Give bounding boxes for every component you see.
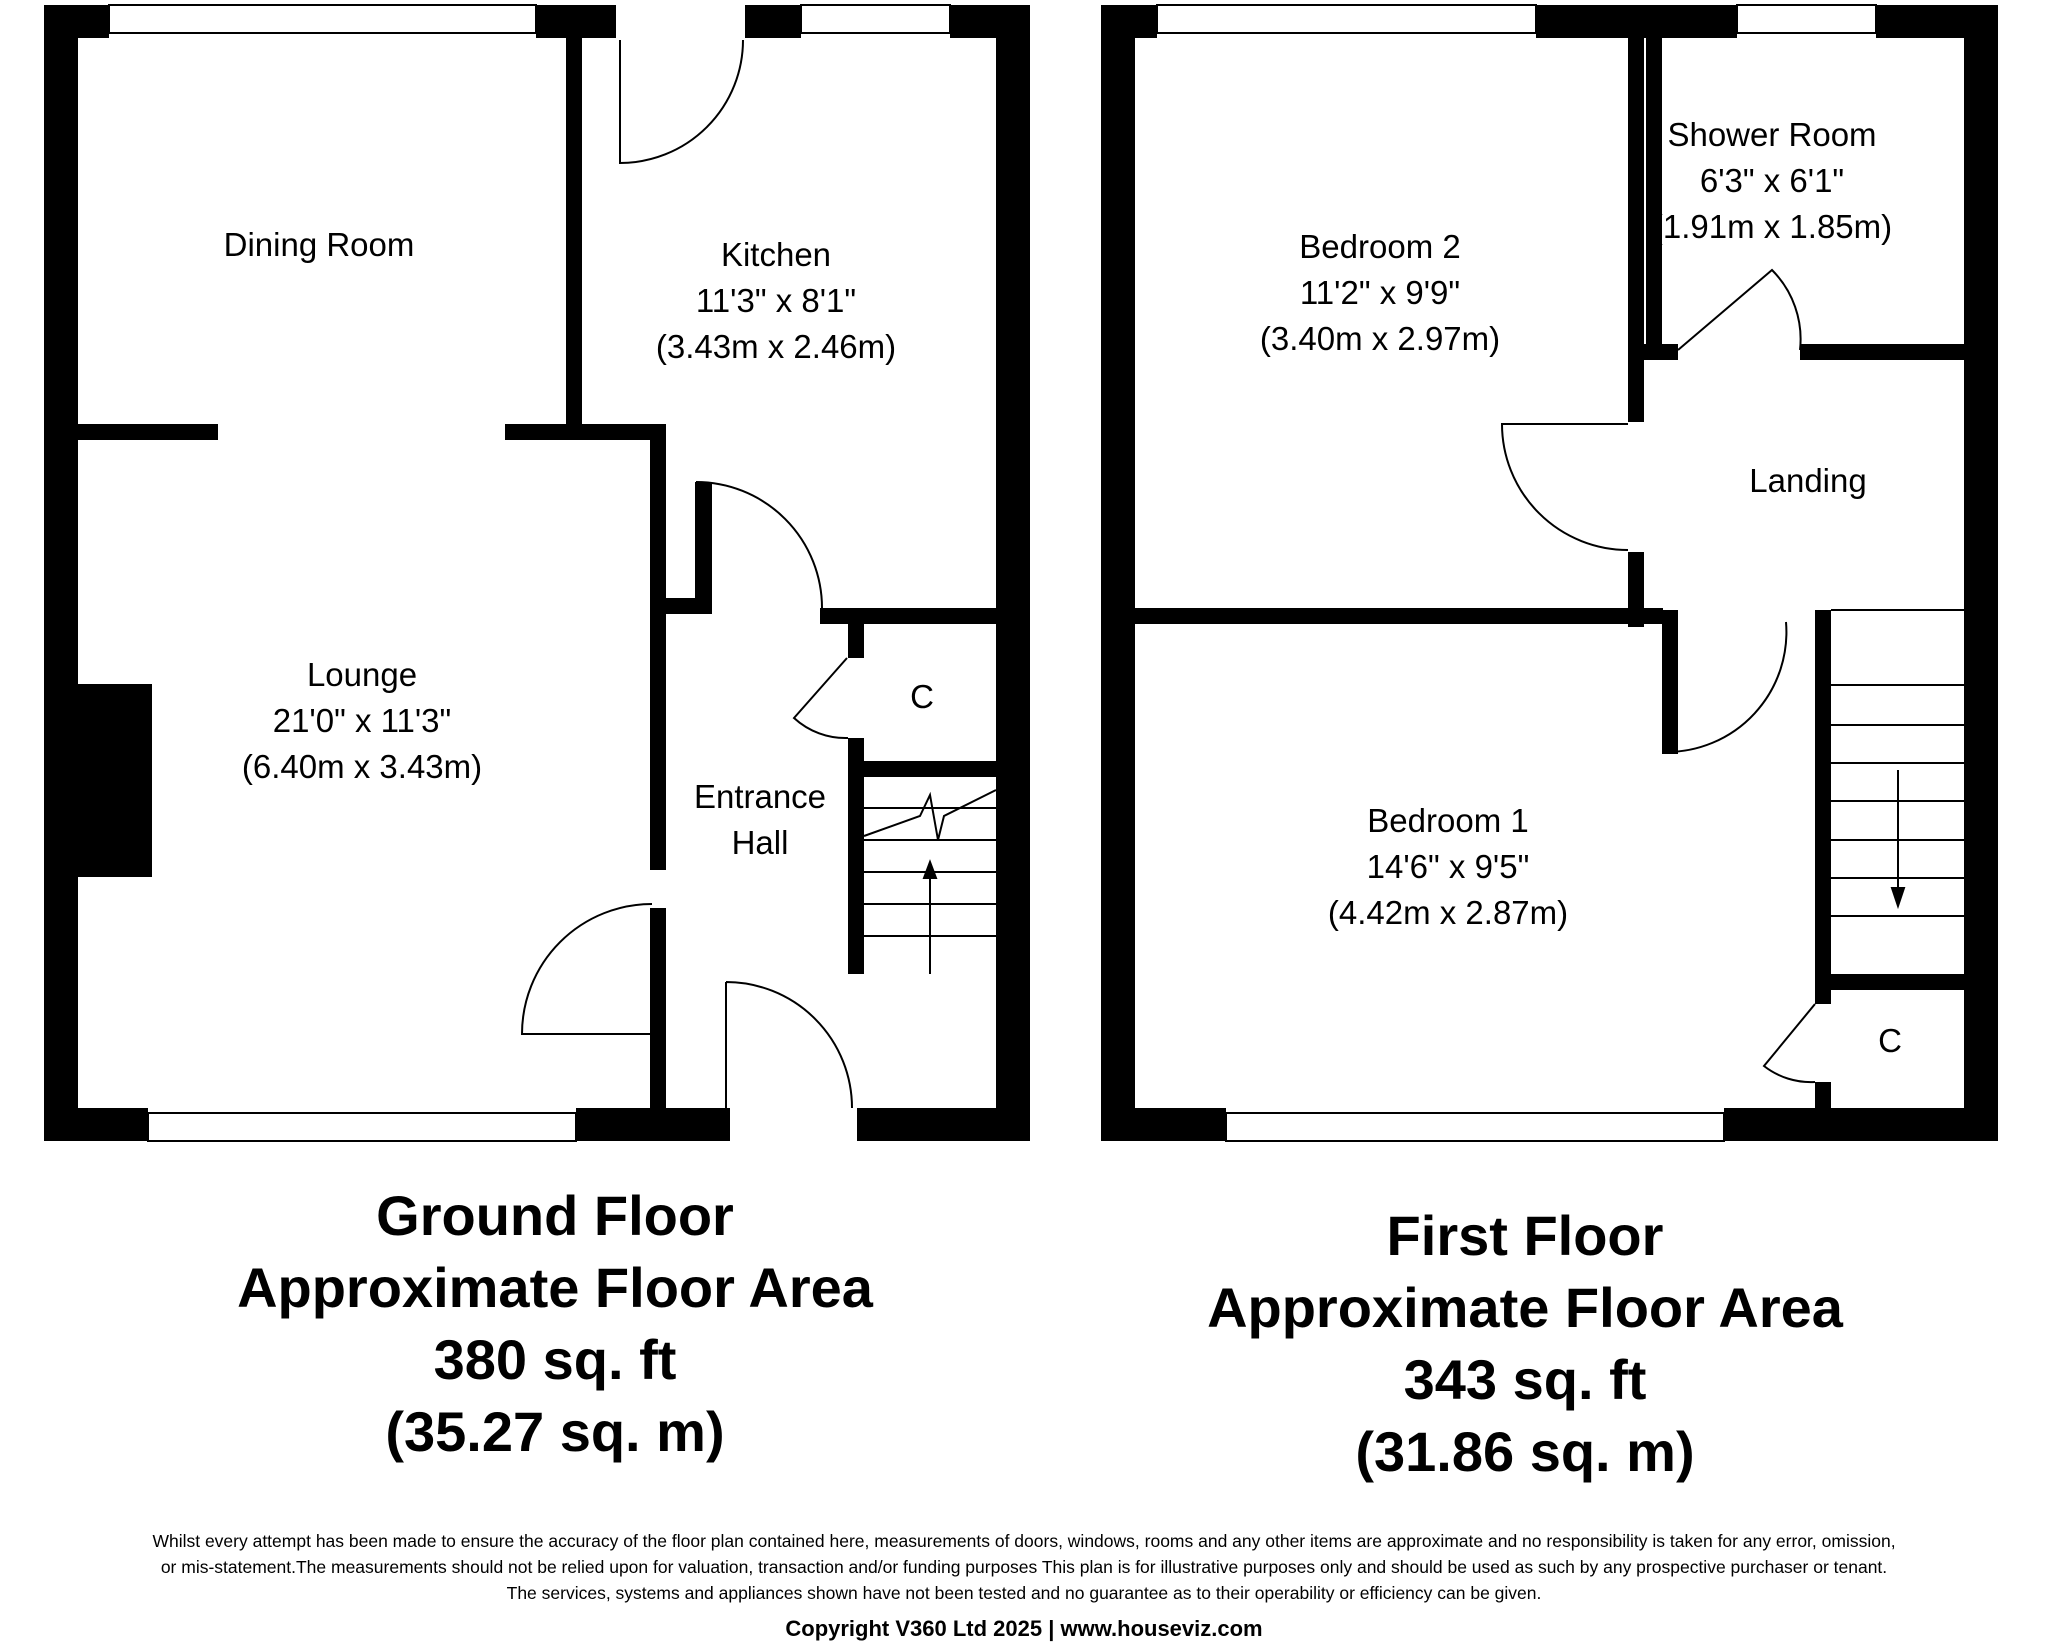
ground-floor-summary: Ground Floor Approximate Floor Area 380 … [155, 1180, 955, 1468]
bedroom-1-label: Bedroom 1 [1367, 802, 1528, 839]
bedroom-1-size-metric: (4.42m x 2.87m) [1328, 894, 1568, 931]
ground-floor-plan: Dining Room Kitchen 11'3" x 8'1" (3.43m … [44, 4, 1030, 1142]
disclaimer-line-2: or mis-statement.The measurements should… [160, 1557, 1888, 1577]
bedroom-2-size-imperial: 11'2" x 9'9" [1300, 274, 1460, 311]
first-cupboard-label: C [1878, 1022, 1902, 1059]
shower-room-size-metric: (1.91m x 1.85m) [1652, 208, 1892, 245]
kitchen-size-metric: (3.43m x 2.46m) [656, 328, 896, 365]
first-floor-room-labels: Bedroom 2 11'2" x 9'9" (3.40m x 2.97m) S… [1260, 116, 1902, 1059]
disclaimer: Whilst every attempt has been made to en… [0, 1528, 2048, 1606]
lounge-label: Lounge [307, 656, 417, 693]
ground-floor-room-labels: Dining Room Kitchen 11'3" x 8'1" (3.43m … [224, 226, 934, 861]
first-floor-area-heading: Approximate Floor Area [1207, 1276, 1843, 1339]
lounge-size-metric: (6.40m x 3.43m) [242, 748, 482, 785]
kitchen-label: Kitchen [721, 236, 831, 273]
first-floor-summary: First Floor Approximate Floor Area 343 s… [1125, 1200, 1925, 1488]
first-floor-doors [1500, 268, 1816, 1084]
bedroom-2-size-metric: (3.40m x 2.97m) [1260, 320, 1500, 357]
ground-cupboard-label: C [910, 678, 934, 715]
shower-room-size-imperial: 6'3" x 6'1" [1700, 162, 1844, 199]
first-floor-walls [1101, 5, 1998, 1141]
ground-floor-doors [520, 39, 853, 1109]
ground-floor-stairs [863, 789, 997, 974]
entrance-hall-label-line2: Hall [732, 824, 789, 861]
bedroom-1-size-imperial: 14'6" x 9'5" [1367, 848, 1530, 885]
ground-floor-area-metric: (35.27 sq. m) [385, 1400, 725, 1463]
disclaimer-line-3: The services, systems and appliances sho… [506, 1583, 1542, 1603]
first-floor-area-metric: (31.86 sq. m) [1355, 1420, 1695, 1483]
ground-floor-walls [44, 5, 1030, 1141]
first-floor-windows [1156, 4, 1877, 1142]
bedroom-2-label: Bedroom 2 [1299, 228, 1460, 265]
landing-label: Landing [1749, 462, 1866, 499]
first-floor-area-imperial: 343 sq. ft [1403, 1348, 1647, 1411]
shower-room-label: Shower Room [1667, 116, 1876, 153]
entrance-hall-label-line1: Entrance [694, 778, 826, 815]
first-floor-plan: Bedroom 2 11'2" x 9'9" (3.40m x 2.97m) S… [1101, 4, 1998, 1142]
disclaimer-line-1: Whilst every attempt has been made to en… [152, 1531, 1896, 1551]
copyright-notice: Copyright V360 Ltd 2025 | www.houseviz.c… [785, 1616, 1263, 1641]
first-floor-title: First Floor [1386, 1204, 1664, 1267]
dining-room-label: Dining Room [224, 226, 415, 263]
ground-floor-windows [108, 4, 951, 1142]
first-floor-stairs [1831, 609, 1964, 917]
ground-floor-area-heading: Approximate Floor Area [237, 1256, 873, 1319]
lounge-size-imperial: 21'0" x 11'3" [273, 702, 452, 739]
ground-floor-area-imperial: 380 sq. ft [433, 1328, 677, 1391]
ground-floor-title: Ground Floor [376, 1184, 734, 1247]
kitchen-size-imperial: 11'3" x 8'1" [696, 282, 856, 319]
